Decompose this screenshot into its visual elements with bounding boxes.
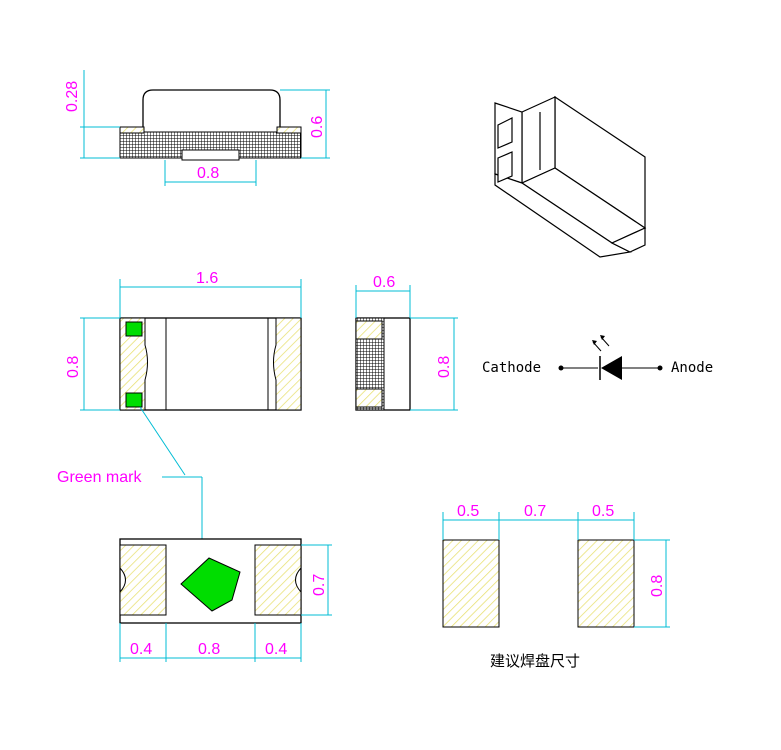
cathode-label: Cathode — [482, 360, 541, 376]
dim-side-width: 0.8 — [197, 165, 219, 182]
isometric-view — [494, 95, 647, 258]
dim-pad-gap: 0.7 — [524, 503, 546, 520]
dim-end-height: 0.8 — [436, 356, 453, 378]
dim-pad-width-right: 0.5 — [592, 503, 614, 520]
polarity-mark — [180, 557, 241, 612]
dim-top-height: 0.8 — [65, 356, 82, 378]
dim-bottom-center: 0.8 — [198, 641, 220, 658]
side-view: 0.28 0.6 0.8 — [64, 70, 330, 186]
recommended-pads: 0.5 0.7 0.5 0.8 建议焊盘尺寸 — [442, 503, 670, 670]
dim-end-width: 0.6 — [373, 274, 395, 291]
dim-pad-width-left: 0.5 — [457, 503, 479, 520]
diode-symbol: Cathode Anode — [482, 335, 713, 380]
dim-bottom-pad-left: 0.4 — [130, 641, 152, 658]
pad-right — [577, 539, 635, 628]
dim-bottom-height: 0.7 — [311, 574, 328, 596]
dim-side-height: 0.6 — [309, 116, 326, 138]
top-view: 1.6 0.8 — [65, 270, 302, 411]
green-mark-label: Green mark — [57, 469, 142, 486]
end-view: 0.6 0.8 — [355, 274, 458, 411]
pad-note: 建议焊盘尺寸 — [490, 652, 580, 670]
green-mark-top — [125, 321, 143, 337]
dim-bottom-pad-right: 0.4 — [265, 641, 287, 658]
dim-pad-height: 0.8 — [649, 575, 666, 597]
pad-left — [442, 539, 500, 628]
dim-side-height-small: 0.28 — [64, 81, 81, 112]
green-mark-bottom — [125, 392, 143, 408]
bottom-view: 0.7 0.4 0.8 0.4 — [119, 538, 332, 662]
anode-label: Anode — [671, 360, 713, 376]
dim-top-length: 1.6 — [196, 270, 218, 287]
